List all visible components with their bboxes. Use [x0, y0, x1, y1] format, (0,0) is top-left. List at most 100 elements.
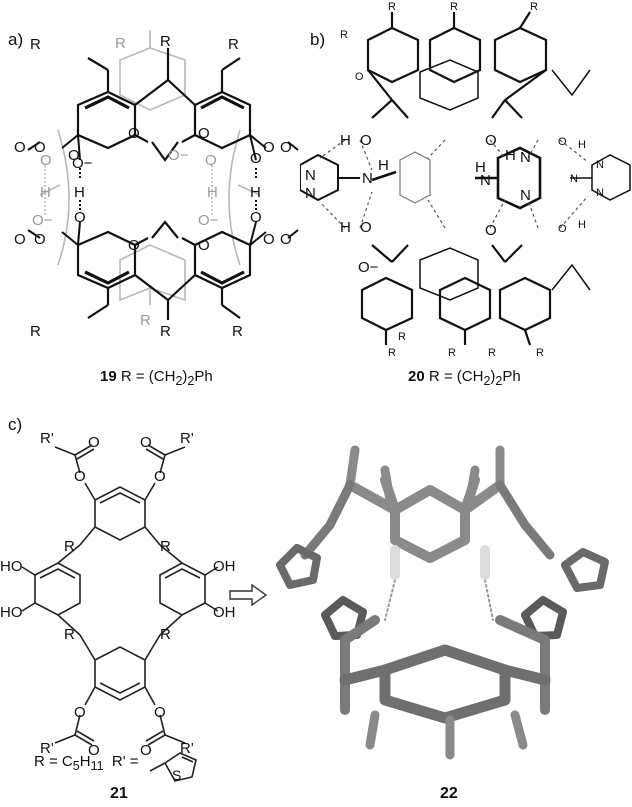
formula-part: Ph: [194, 368, 213, 385]
atom-o: O: [74, 209, 86, 226]
pyrimidine-left: [300, 153, 360, 202]
atom-o: O: [128, 237, 140, 254]
atom-o: O: [263, 139, 275, 156]
atom-r: R: [228, 36, 239, 53]
atom-h-ghost: H: [207, 184, 218, 201]
top-bridge: [134, 48, 196, 162]
bottom-ring-right: [193, 230, 252, 319]
atom-o-minus-ghost: O−: [168, 147, 189, 164]
bottom-cavitand: [360, 244, 591, 346]
hollow-right-arrow-icon: [229, 583, 268, 607]
atom-r: R: [530, 1, 538, 13]
atom-s: S: [172, 767, 182, 783]
top-ring-left: [76, 57, 137, 150]
hydrogen-bonds: [319, 139, 589, 229]
panel-b-label: b): [310, 30, 326, 49]
atom-n: N: [520, 149, 531, 166]
atom-o: O: [558, 136, 567, 148]
subscript: 2: [483, 374, 491, 388]
subscript: 2: [175, 374, 183, 388]
atom-o: O: [558, 223, 567, 235]
atom-o: O: [485, 132, 497, 149]
atom-o: O: [154, 704, 166, 721]
subscript: 2: [187, 374, 195, 388]
atom-r: R: [450, 1, 458, 13]
atom-h: H: [340, 132, 351, 149]
atom-r: R: [388, 1, 396, 13]
atom-oh: OH: [213, 558, 236, 575]
atom-r: R: [160, 626, 171, 643]
atom-n: N: [570, 173, 578, 185]
atom-oh: OH: [213, 604, 236, 621]
atom-rprime: R': [180, 430, 194, 447]
compound-number-21: 21: [110, 785, 128, 802]
atom-o: O: [355, 71, 364, 83]
atom-o: O: [154, 468, 166, 485]
atom-o: O: [263, 231, 275, 248]
pyrimidine-ghost-middle: [399, 151, 431, 204]
panel-b: b): [300, 0, 632, 395]
atom-r: R: [64, 538, 75, 555]
atom-r: R: [30, 323, 41, 340]
rprime-definition: R' =: [111, 753, 139, 770]
panel-c-label: c): [8, 415, 23, 434]
atom-r: R: [64, 626, 75, 643]
r-definitions: R = C5H11 R' =: [34, 753, 139, 773]
atom-h: H: [475, 159, 486, 176]
top-cavitand: [366, 11, 591, 119]
atom-o: O: [74, 468, 86, 485]
atom-o: O: [280, 231, 292, 248]
atom-ho: HO: [0, 604, 23, 621]
subscript: 5: [72, 759, 80, 773]
atom-h: H: [578, 219, 586, 231]
bottom-ring-left: [76, 230, 137, 319]
atom-o: O: [128, 125, 140, 142]
atom-h: H: [340, 219, 351, 236]
atom-o: O: [34, 139, 46, 156]
atom-o-minus-ghost: O−: [32, 212, 53, 229]
structure-21-bonds: [21, 444, 219, 746]
atom-r: R: [30, 36, 41, 53]
subscript: 11: [90, 759, 104, 773]
structure-20: R R R R H O N N N H H O O H N H N N N N …: [300, 1, 631, 359]
atom-n: N: [520, 187, 531, 204]
compound-number-22: 22: [440, 785, 458, 802]
atom-r-ghost: R: [140, 312, 151, 329]
formula-part: H: [79, 753, 91, 770]
compound-formula: R = (CH: [120, 368, 176, 385]
atom-r: R: [488, 347, 496, 359]
atom-r: R: [160, 323, 171, 340]
atom-o-ghost: O: [205, 152, 217, 169]
ghost-hbonds: [44, 165, 213, 215]
atom-o-ghost: O: [40, 152, 52, 169]
atom-o: O: [14, 139, 26, 156]
atom-r: R: [448, 347, 456, 359]
atom-n: N: [362, 170, 373, 187]
atom-r: R: [340, 29, 348, 41]
model-sticks: [276, 445, 609, 760]
atom-h: H: [505, 147, 516, 164]
atom-n: N: [480, 172, 491, 189]
atom-r: R: [232, 323, 243, 340]
atom-r-ghost: R: [115, 35, 126, 52]
atom-rprime: R': [40, 740, 54, 757]
compound-number: 20: [408, 368, 425, 385]
atom-o: O: [14, 231, 26, 248]
formula-part: ): [182, 368, 188, 385]
compound-formula: R = (CH: [428, 368, 484, 385]
structure-19: R R R R O O O O O O O O O− O− O O H H H …: [14, 30, 299, 340]
bottom-bridge: [134, 220, 196, 320]
atom-n: N: [305, 185, 316, 202]
atom-o: O: [74, 704, 86, 721]
left-hbond-column: [27, 134, 81, 246]
atom-h: H: [74, 184, 85, 201]
subscript: 2: [495, 374, 503, 388]
atom-h: H: [250, 184, 261, 201]
atom-ho: HO: [0, 558, 23, 575]
atom-o: O: [360, 219, 372, 236]
atom-o: O: [280, 139, 292, 156]
atom-r: R: [388, 347, 396, 359]
right-hbond-column: [249, 134, 299, 246]
atom-o: O: [88, 742, 100, 759]
caption-19: 19 R = (CH2)2Ph: [100, 368, 213, 388]
